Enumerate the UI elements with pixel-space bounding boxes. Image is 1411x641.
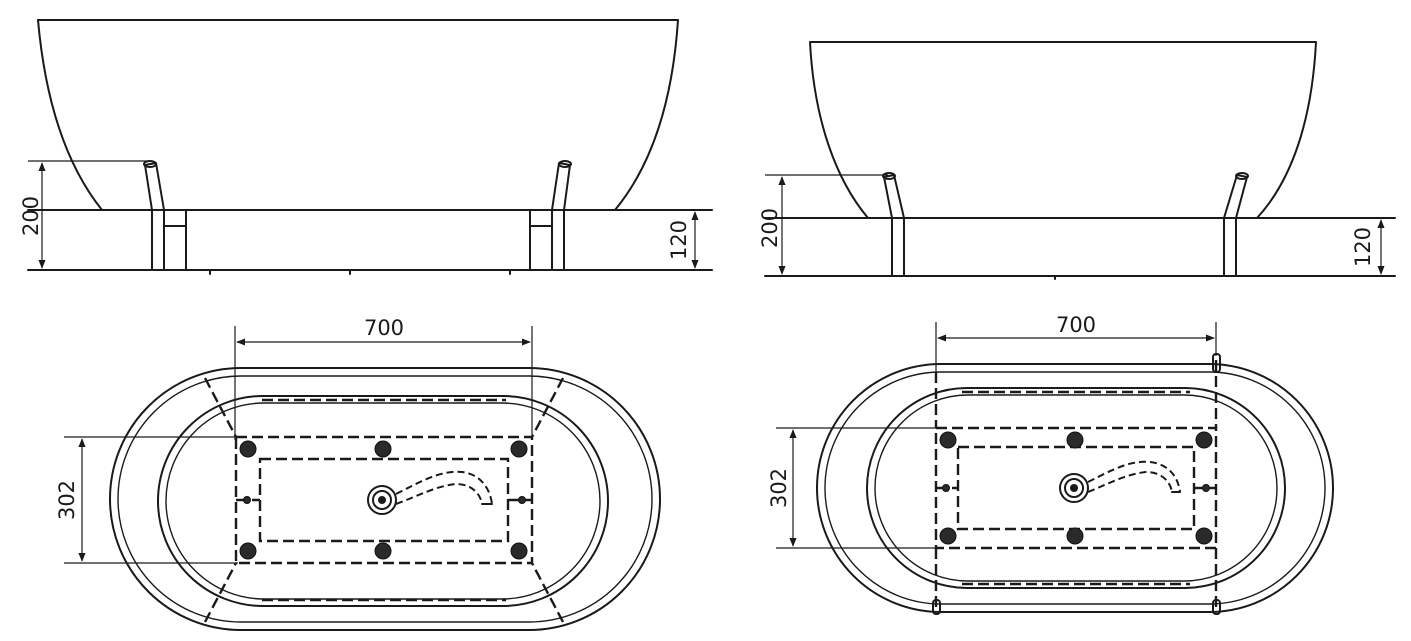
support-leg-right xyxy=(551,160,572,271)
support-leg-right xyxy=(1223,172,1249,277)
dim-frame-height-label: 120 xyxy=(667,220,691,260)
dim-total-height-label: 200 xyxy=(758,208,782,248)
hidden-frame-lines xyxy=(203,377,565,623)
dimension-700-right: 700 xyxy=(935,313,1217,372)
drain-and-waste-pipe xyxy=(1059,460,1181,503)
dimension-120-right: 120 xyxy=(1351,219,1385,275)
tub-rim-outline xyxy=(816,363,1334,613)
left-top-view: 700 302 xyxy=(55,316,661,631)
right-top-view: 700 302 xyxy=(767,313,1334,615)
support-leg-left xyxy=(882,172,905,277)
right-side-view: 200 120 xyxy=(758,41,1396,280)
dimension-200-right: 200 xyxy=(758,174,888,275)
dimension-120-left: 120 xyxy=(667,211,699,269)
leveling-foot-pads xyxy=(239,440,528,560)
dimension-302-left: 302 xyxy=(55,436,238,564)
dimension-302-right: 302 xyxy=(767,427,938,549)
dim-depth-label: 302 xyxy=(55,480,79,520)
dimension-700-left: 700 xyxy=(234,316,533,440)
dim-frame-height-label: 120 xyxy=(1351,227,1375,267)
support-leg-left xyxy=(143,160,165,271)
dim-total-height-label: 200 xyxy=(19,196,43,236)
tub-shell-profile xyxy=(37,19,679,211)
drain-and-waste-pipe xyxy=(367,470,493,515)
dim-width-label: 700 xyxy=(1056,313,1096,337)
dim-width-label: 700 xyxy=(364,316,404,340)
frame-base xyxy=(764,217,1396,280)
dimension-200-left: 200 xyxy=(19,160,150,269)
leveling-foot-pads xyxy=(939,431,1213,545)
frame-base xyxy=(27,209,713,275)
left-side-view: 200 120 xyxy=(19,19,713,275)
dim-depth-label: 302 xyxy=(767,468,791,508)
hidden-frame-lines xyxy=(932,353,1221,615)
